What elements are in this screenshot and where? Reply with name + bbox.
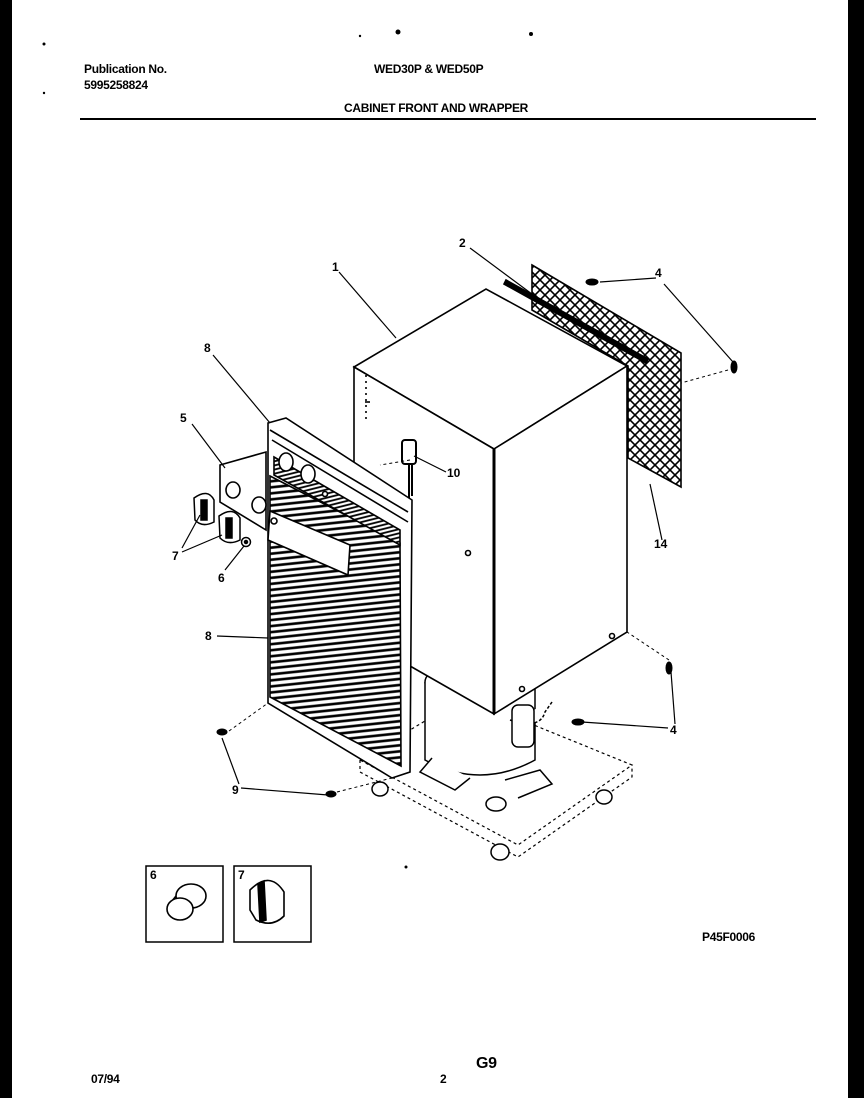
casters	[371, 781, 613, 861]
callout-6: 6	[218, 571, 225, 585]
scan-edge-mark	[0, 995, 10, 998]
callout-2: 2	[459, 236, 466, 250]
figure-code: P45F0006	[702, 930, 755, 944]
callout-10: 10	[447, 466, 461, 480]
footer-section-code: G9	[476, 1055, 497, 1072]
callout-7: 7	[172, 549, 179, 563]
model-numbers: WED30P & WED50P	[374, 62, 484, 76]
scan-edge-mark	[0, 555, 10, 558]
push-button-icon	[166, 883, 207, 921]
rotary-knob-icon	[249, 879, 285, 924]
callout-8-top: 8	[204, 341, 211, 355]
knobs	[193, 492, 252, 548]
alignment-lines	[228, 369, 729, 793]
scan-edge-mark	[0, 262, 10, 265]
leader-lines	[181, 247, 734, 796]
callout-5: 5	[180, 411, 187, 425]
publication-label: Publication No.	[84, 62, 167, 76]
front-panel	[267, 417, 413, 779]
footer-page-number: 2	[440, 1072, 447, 1086]
callout-1: 1	[332, 260, 339, 274]
callout-14: 14	[654, 537, 668, 551]
rear-grille	[502, 263, 682, 489]
scan-specks	[42, 29, 854, 869]
diagram-title: CABINET FRONT AND WRAPPER	[344, 101, 529, 115]
publication-number: 5995258824	[84, 78, 148, 92]
callout-4-bottom: 4	[670, 723, 677, 737]
control-panel	[219, 450, 278, 532]
inset-knob-6: 6	[145, 865, 224, 943]
callout-9: 9	[232, 783, 239, 797]
callout-8-bottom: 8	[205, 629, 212, 643]
footer-date: 07/94	[91, 1072, 120, 1086]
inset-6-label: 6	[150, 868, 157, 882]
inset-7-label: 7	[238, 868, 245, 882]
header-rule	[80, 118, 816, 120]
wire-harness	[401, 439, 417, 500]
callout-4-top: 4	[655, 266, 662, 280]
screws	[216, 278, 738, 798]
base-pan	[358, 696, 634, 858]
inset-knob-7: 7	[233, 865, 312, 943]
